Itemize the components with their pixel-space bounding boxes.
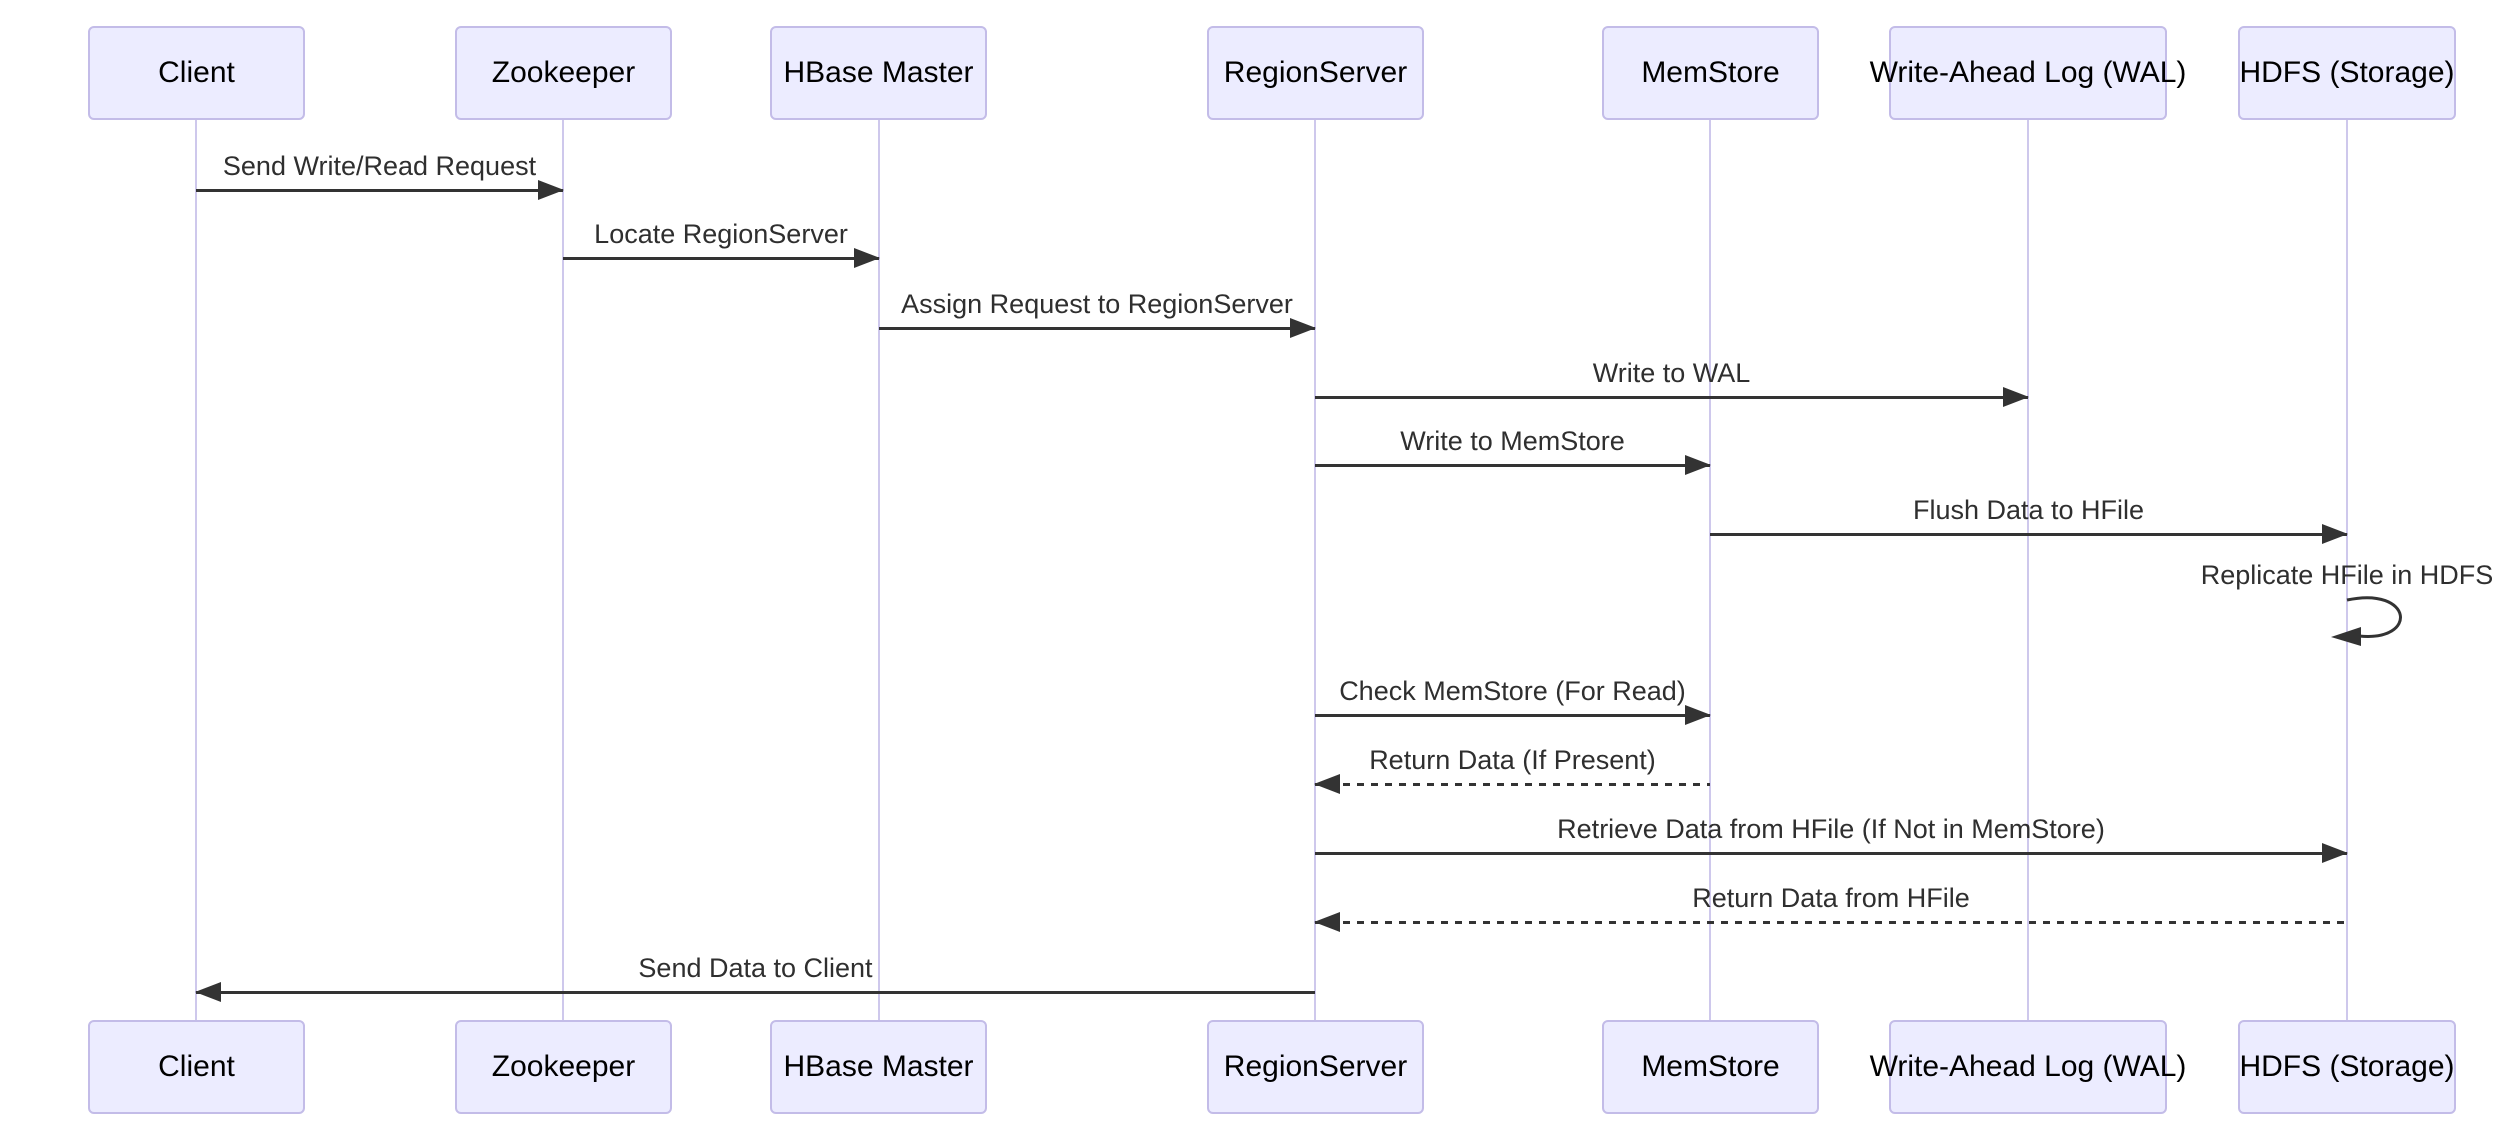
arrowhead-icon: [195, 982, 221, 1002]
message-assign-request: Assign Request to RegionServer: [879, 287, 1316, 338]
message-send-write-read-request: Send Write/Read Request: [196, 149, 564, 200]
lifeline-zookeeper: [562, 120, 564, 1020]
message-line: [196, 180, 564, 200]
message-label: Check MemStore (For Read): [1339, 676, 1686, 706]
actor-label: RegionServer: [1223, 1050, 1408, 1083]
message-return-data-if-present: Return Data (If Present): [1314, 743, 1710, 794]
arrowhead-icon: [2322, 843, 2348, 863]
lifeline-regionserver: [1314, 120, 1316, 1020]
arrowhead-icon: [2003, 387, 2029, 407]
lifeline-client: [195, 120, 197, 1020]
message-label: Retrieve Data from HFile (If Not in MemS…: [1557, 814, 2105, 844]
actor-bottom-client: Client: [88, 1020, 305, 1114]
actor-label: Client: [158, 56, 235, 89]
message-label: Return Data from HFile: [1692, 883, 1970, 913]
message-label: Return Data (If Present): [1369, 745, 1656, 775]
actor-bottom-hdfs: HDFS (Storage): [2238, 1020, 2456, 1114]
actor-label: RegionServer: [1223, 56, 1408, 89]
message-line: [1314, 912, 2347, 932]
message-line: [563, 248, 880, 268]
actor-bottom-hbase-master: HBase Master: [770, 1020, 987, 1114]
message-retrieve-data-from-hfile: Retrieve Data from HFile (If Not in MemS…: [1315, 812, 2348, 863]
message-label: Write to MemStore: [1400, 426, 1625, 456]
message-write-to-wal: Write to WAL: [1315, 356, 2029, 407]
actor-bottom-memstore: MemStore: [1602, 1020, 1819, 1114]
message-label: Send Write/Read Request: [222, 151, 537, 181]
message-label: Send Data to Client: [638, 953, 873, 983]
message-write-to-memstore: Write to MemStore: [1315, 424, 1711, 475]
arrowhead-icon: [1290, 318, 1316, 338]
actor-label: Client: [158, 1050, 235, 1083]
arrowhead-icon: [854, 248, 880, 268]
actor-label: HBase Master: [783, 1050, 974, 1083]
actor-top-hbase-master: HBase Master: [770, 26, 987, 120]
actor-bottom-wal: Write-Ahead Log (WAL): [1870, 1020, 2186, 1114]
actor-label: HBase Master: [783, 56, 974, 89]
actor-label: HDFS (Storage): [2239, 56, 2455, 89]
lifeline-wal: [2027, 120, 2029, 1020]
actor-label: MemStore: [1641, 56, 1780, 89]
message-line: [1314, 774, 1710, 794]
message-flush-data-to-hfile: Flush Data to HFile: [1710, 493, 2348, 544]
actor-label: Zookeeper: [491, 1050, 636, 1083]
arrowhead-icon: [1314, 912, 1340, 932]
message-line: [1315, 843, 2348, 863]
message-label: Locate RegionServer: [594, 219, 848, 249]
arrowhead-icon: [1685, 705, 1711, 725]
message-return-data-from-hfile: Return Data from HFile: [1314, 881, 2347, 932]
arrowhead-icon: [2322, 524, 2348, 544]
actor-label: Write-Ahead Log (WAL): [1869, 1050, 2187, 1083]
lifeline-hbase-master: [878, 120, 880, 1020]
message-check-memstore: Check MemStore (For Read): [1315, 674, 1711, 725]
arrowhead-icon: [1314, 774, 1340, 794]
lifeline-hdfs: [2346, 120, 2348, 1020]
message-line: [1315, 705, 1711, 725]
actor-bottom-regionserver: RegionServer: [1207, 1020, 1424, 1114]
actor-label: HDFS (Storage): [2239, 1050, 2455, 1083]
message-replicate-hfile-label: Replicate HFile in HDFS: [2200, 560, 2494, 590]
message-locate-regionserver: Locate RegionServer: [563, 217, 880, 268]
actor-top-client: Client: [88, 26, 305, 120]
actor-label: MemStore: [1641, 1050, 1780, 1083]
actor-top-memstore: MemStore: [1602, 26, 1819, 120]
message-line: [1315, 387, 2029, 407]
message-label: Assign Request to RegionServer: [901, 289, 1293, 319]
actor-top-regionserver: RegionServer: [1207, 26, 1424, 120]
self-loop-arrow-icon: [2331, 596, 2402, 646]
actor-label: Write-Ahead Log (WAL): [1869, 56, 2187, 89]
arrowhead-icon: [538, 180, 564, 200]
actor-top-zookeeper: Zookeeper: [455, 26, 672, 120]
message-line: [1710, 524, 2348, 544]
message-line: [879, 318, 1316, 338]
message-label: Write to WAL: [1592, 358, 1751, 388]
actor-label: Zookeeper: [491, 56, 636, 89]
message-label: Flush Data to HFile: [1912, 495, 2145, 525]
message-send-data-to-client: Send Data to Client: [195, 951, 1315, 1002]
arrowhead-icon: [1685, 455, 1711, 475]
actor-top-wal: Write-Ahead Log (WAL): [1870, 26, 2186, 120]
message-line: [195, 982, 1315, 1002]
actor-bottom-zookeeper: Zookeeper: [455, 1020, 672, 1114]
lifeline-memstore: [1709, 120, 1711, 1020]
message-line: [1315, 455, 1711, 475]
actor-top-hdfs: HDFS (Storage): [2238, 26, 2456, 120]
